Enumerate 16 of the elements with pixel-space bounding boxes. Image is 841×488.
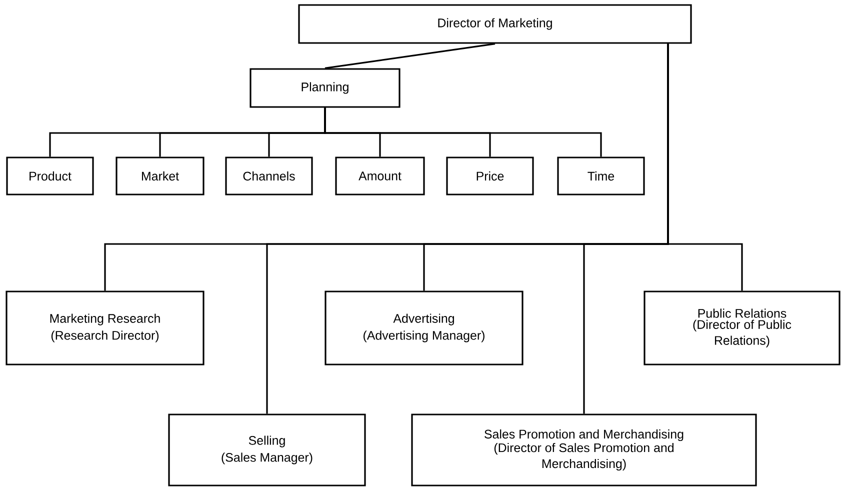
role-box: Price — [446, 156, 534, 196]
role-box: Time — [557, 156, 645, 196]
connector-line — [324, 43, 496, 69]
role-box: Product — [6, 156, 94, 196]
role-box: Marketing Research (Research Director) — [6, 290, 204, 366]
role-box: Channels — [225, 156, 313, 196]
role-box: Public Relations (Director of Public Relations) — [644, 290, 840, 366]
role-box: Amount — [335, 156, 425, 196]
planning-box: Planning — [250, 68, 400, 108]
role-box: Market — [116, 156, 204, 196]
role-box: Sales Promotion and Merchandising (Director of Sales Promotion and Merchandising) — [411, 414, 757, 486]
director-box: Director of Marketing — [298, 4, 692, 44]
role-box: Advertising (Advertising Manager) — [324, 290, 524, 366]
connector-line — [324, 108, 602, 157]
role-box: Selling (Sales Manager) — [168, 414, 366, 486]
connector-line — [667, 44, 743, 291]
